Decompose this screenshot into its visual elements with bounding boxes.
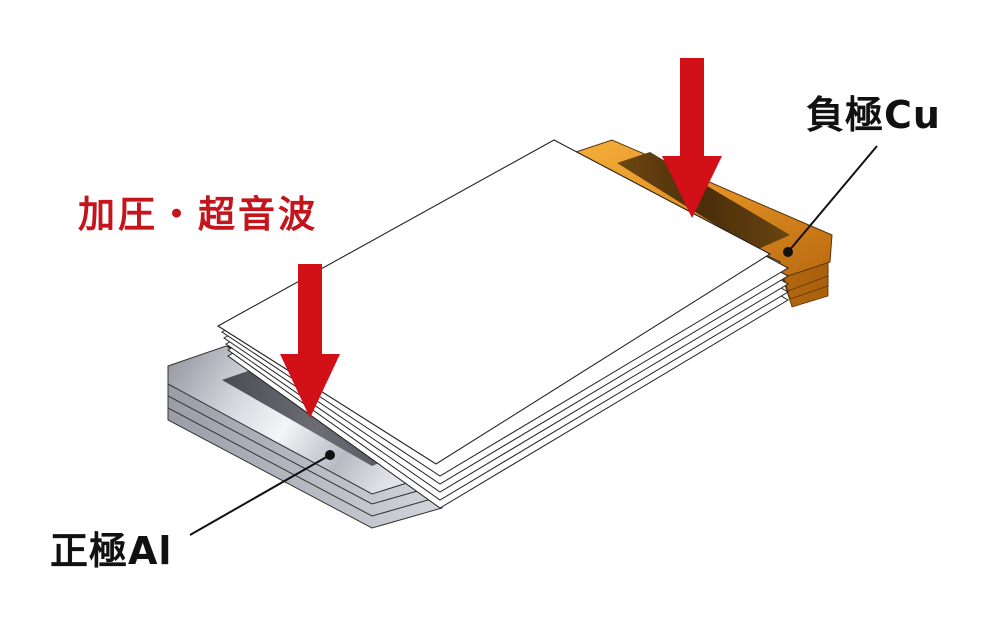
arrow-down-icon (662, 58, 722, 218)
positive-leader-line (189, 450, 335, 536)
copper-tab-stack (560, 139, 833, 308)
process-label: 加圧・超音波 (78, 193, 318, 236)
positive-electrode-label: 正極Al (50, 529, 173, 573)
electrode-sheet-stack (216, 139, 790, 509)
negative-leader-line (783, 145, 878, 257)
arrow-down-icon (280, 264, 340, 418)
negative-electrode-label: 負極Cu (806, 93, 941, 137)
electrode-sheet-top (216, 139, 772, 465)
copper-weld-zone (617, 152, 790, 250)
